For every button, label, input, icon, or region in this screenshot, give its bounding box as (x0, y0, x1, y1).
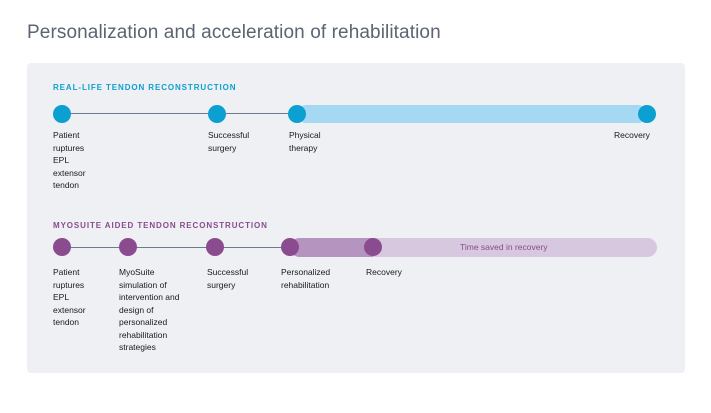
real-life-milestone-dot-recovery (638, 105, 656, 123)
time-saved-bar (290, 238, 657, 257)
myosuite-milestone-dot-simulation (119, 238, 137, 256)
real-life-label-surgery: Successful surgery (208, 130, 250, 153)
real-life-label-therapy: Physical therapy (289, 130, 321, 153)
real-life-heading: REAL-LIFE TENDON RECONSTRUCTION (53, 83, 237, 92)
personalized-rehab-bar (290, 238, 373, 257)
real-life-milestone-dot-surgery (208, 105, 226, 123)
real-life-label-recovery: Recovery (614, 130, 650, 140)
page-title: Personalization and acceleration of reha… (27, 22, 441, 43)
time-saved-label: Time saved in recovery (460, 242, 548, 252)
physical-therapy-bar (297, 105, 647, 123)
timeline-panel: REAL-LIFE TENDON RECONSTRUCTION Patient … (27, 63, 685, 373)
real-life-label-rupture: Patient ruptures EPL extensor tendon (53, 130, 86, 190)
real-life-timeline-line (62, 113, 297, 114)
real-life-milestone-dot-rupture (53, 105, 71, 123)
myosuite-milestone-dot-recovery (364, 238, 382, 256)
myosuite-label-personalized: Personalized rehabilitation (281, 267, 331, 290)
real-life-milestone-dot-therapy (288, 105, 306, 123)
myosuite-timeline-line (62, 247, 291, 248)
myosuite-label-rupture: Patient ruptures EPL extensor tendon (53, 267, 86, 327)
myosuite-heading: MYOSUITE AIDED TENDON RECONSTRUCTION (53, 221, 268, 230)
myosuite-label-simulation: MyoSuite simulation of intervention and … (119, 267, 180, 352)
myosuite-milestone-dot-surgery (206, 238, 224, 256)
myosuite-label-recovery: Recovery (366, 267, 402, 277)
myosuite-label-surgery: Successful surgery (207, 267, 249, 290)
myosuite-milestone-dot-personalized (281, 238, 299, 256)
myosuite-milestone-dot-rupture (53, 238, 71, 256)
